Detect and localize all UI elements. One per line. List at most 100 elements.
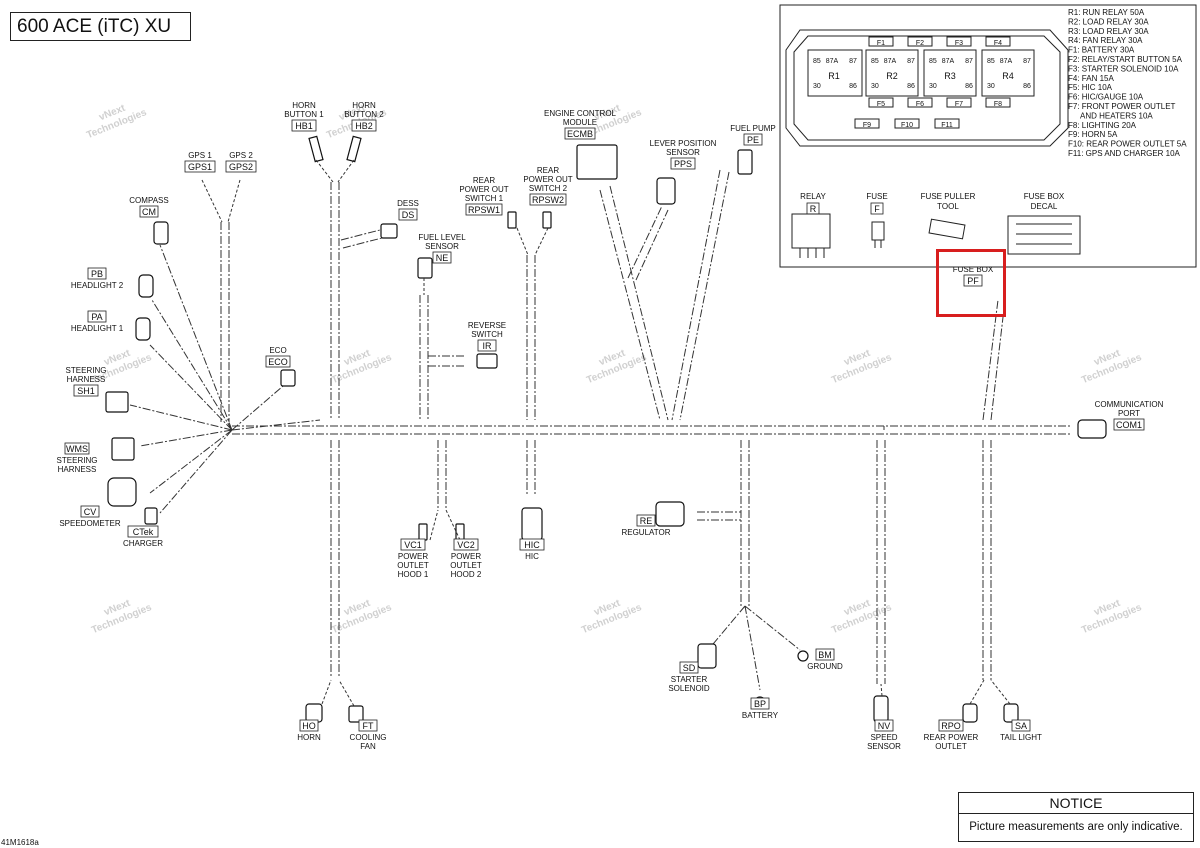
part-label: DECAL	[1031, 202, 1058, 211]
part-label: FUSE BOX	[1024, 192, 1065, 201]
fuse-slot	[854, 118, 880, 129]
component-code-box	[636, 514, 656, 527]
component-code-box	[358, 719, 378, 732]
component-code: COM1	[1116, 420, 1142, 430]
component-code-box	[453, 538, 479, 551]
component-code-box	[743, 133, 763, 146]
notice-box: NOTICE Picture measurements are only ind…	[958, 792, 1194, 842]
component-label: OUTLET	[450, 561, 482, 570]
component-label: OUTLET	[397, 561, 429, 570]
component-label: SWITCH 1	[465, 194, 504, 203]
part-code: F	[874, 204, 880, 214]
component-code: BM	[818, 650, 832, 660]
component-code-box	[225, 160, 257, 173]
relay-pin: 85	[813, 58, 821, 65]
component-code-box	[291, 119, 317, 132]
relay-label: R1	[828, 71, 840, 81]
component-code: HB2	[355, 121, 373, 131]
component-label: COOLING	[350, 733, 387, 742]
component-code-box	[1113, 418, 1145, 431]
component-label: SENSOR	[867, 742, 901, 751]
component-code: GPS2	[229, 162, 253, 172]
relay-pin: 30	[987, 83, 995, 90]
component-code: HO	[302, 721, 316, 731]
relay-label: R3	[944, 71, 956, 81]
component-label: SENSOR	[425, 242, 459, 251]
component-label: FUEL PUMP	[730, 124, 776, 133]
component-re: RE REGULATOR	[621, 514, 671, 537]
component-code: FT	[363, 721, 374, 731]
component-code-box	[670, 157, 696, 170]
fuse-slot	[894, 118, 920, 129]
part-code: R	[810, 204, 817, 214]
component-label: HEADLIGHT 2	[71, 281, 124, 290]
fuse-legend-line: F3: STARTER SOLENOID 10A	[1068, 64, 1179, 73]
component-label: SWITCH	[471, 330, 503, 339]
fuse-legend-line: F11: GPS AND CHARGER 10A	[1068, 149, 1181, 158]
component-code: DS	[402, 210, 415, 220]
component-code-box	[529, 193, 567, 206]
component-label: REAR	[473, 176, 495, 185]
fuse-slot	[868, 36, 894, 47]
component-code: RPO	[941, 721, 961, 731]
component-label: HOOD 1	[398, 570, 429, 579]
component-label: DESS	[397, 199, 419, 208]
fuse-slot-label: F8	[994, 101, 1002, 108]
component-label: REGULATOR	[621, 528, 670, 537]
component-code-box	[398, 208, 418, 221]
component-label: ECO	[269, 346, 286, 355]
component-label: REAR POWER	[924, 733, 979, 742]
part-label: TOOL	[937, 202, 959, 211]
component-label: SOLENOID	[668, 684, 710, 693]
component-code-box	[80, 505, 100, 518]
fuse-slot	[907, 97, 933, 108]
part-label: FUSE PULLER	[921, 192, 976, 201]
fuse-slot-label: F10	[901, 122, 913, 129]
component-label: GPS 2	[229, 151, 253, 160]
component-label: BUTTON 2	[344, 110, 384, 119]
relay-pin: 87	[907, 58, 915, 65]
component-code-box	[432, 251, 452, 264]
component-code-box	[477, 339, 497, 352]
component-label: HORN	[297, 733, 321, 742]
fuse-slot-label: F9	[863, 122, 871, 129]
fuse-box-highlight	[936, 249, 1006, 317]
fuse-slot	[907, 36, 933, 47]
component-code: IR	[483, 341, 493, 351]
fuse-slot-label: F5	[877, 101, 885, 108]
relay-pin: 87A	[826, 58, 839, 65]
component-label: REVERSE	[468, 321, 506, 330]
diagram-title-text: 600 ACE (iTC) XU	[17, 16, 172, 37]
fuse-slot	[868, 97, 894, 108]
component-label: COMMUNICATION	[1095, 400, 1164, 409]
component-label: SPEED	[870, 733, 897, 742]
component-label: STEERING	[57, 456, 98, 465]
component-label: MODULE	[563, 118, 597, 127]
component-label: HIC	[525, 552, 539, 561]
component-code-box	[351, 119, 377, 132]
component-code: RE	[640, 516, 653, 526]
component-label: COMPASS	[129, 196, 168, 205]
component-code-box	[73, 384, 99, 397]
component-label: FUSE BOX	[953, 265, 994, 274]
component-code: HB1	[295, 121, 313, 131]
component-label: POWER	[398, 552, 428, 561]
